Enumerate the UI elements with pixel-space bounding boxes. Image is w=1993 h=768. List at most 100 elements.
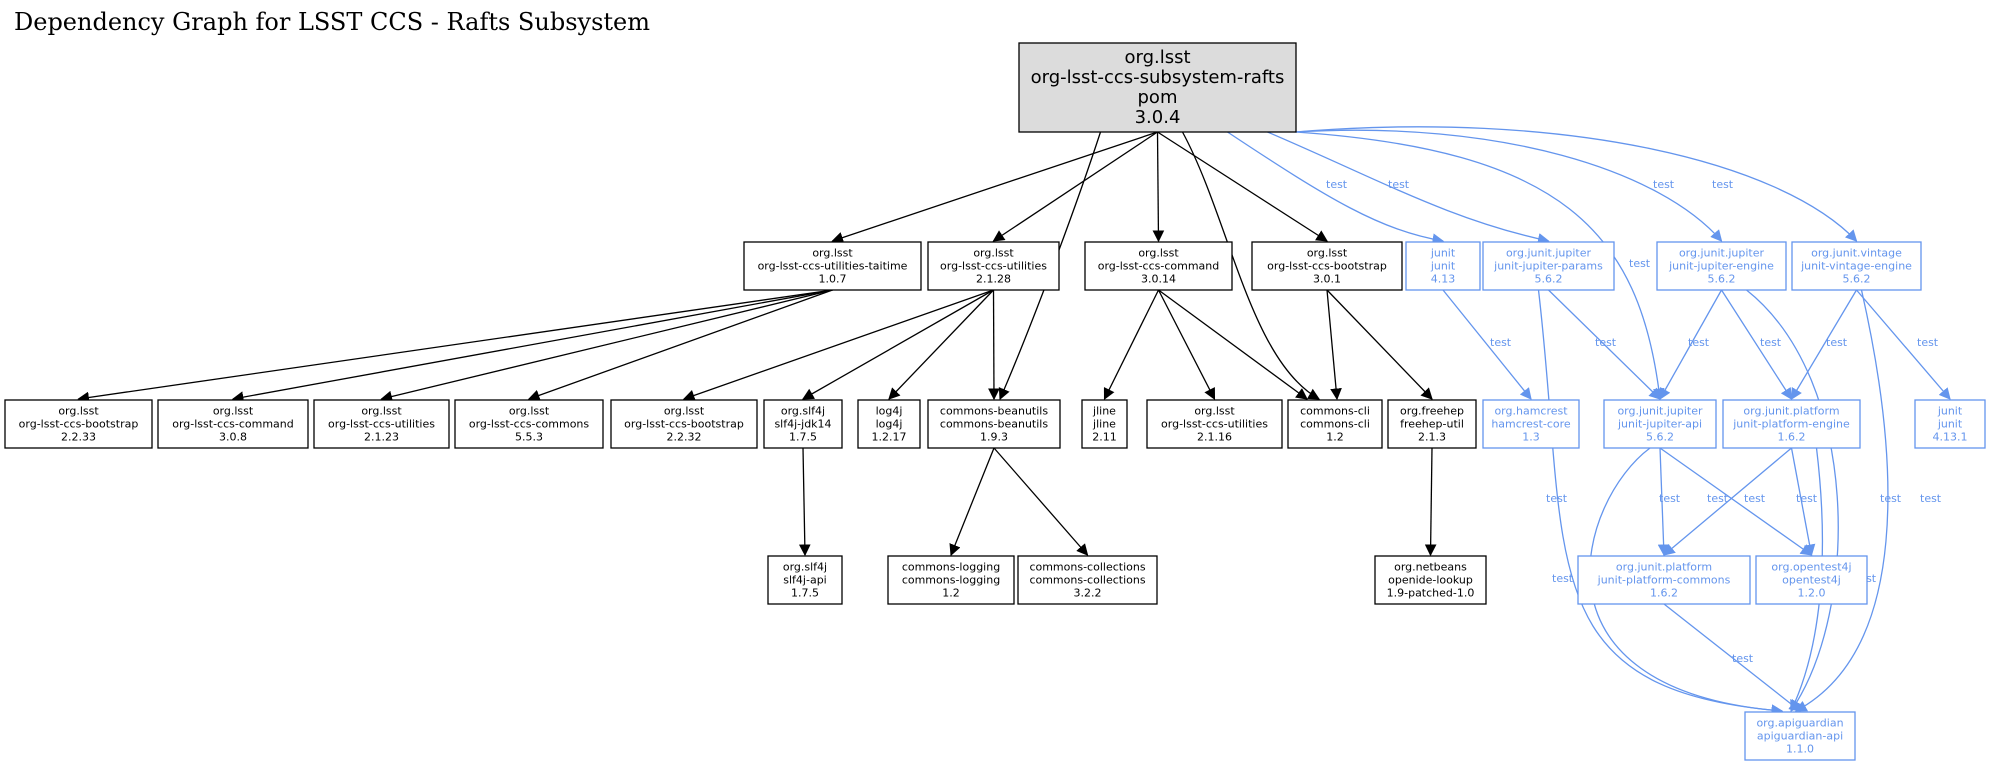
edge-label: test: [1490, 336, 1512, 349]
node-box[interactable]: [1744, 711, 1856, 761]
node-label-line: 5.6.2: [1843, 273, 1871, 286]
node-box[interactable]: [1405, 241, 1481, 291]
edge-line: [1790, 289, 1858, 401]
node-label-line: commons-logging: [902, 574, 1000, 587]
node-label-line: org.junit.platform: [1743, 405, 1839, 418]
node-box[interactable]: [857, 399, 921, 449]
node-openide[interactable]: org.netbeansopenide-lookup1.9-patched-1.…: [1374, 555, 1487, 605]
node-box[interactable]: [454, 399, 604, 449]
edge-line: [1326, 289, 1433, 400]
node-box[interactable]: [1603, 399, 1717, 449]
node-taitime[interactable]: org.lsstorg-lsst-ccs-utilities-taitime1.…: [743, 241, 922, 291]
node-label-line: junit-platform-engine: [1732, 418, 1850, 431]
node-box[interactable]: [1251, 241, 1403, 291]
node-box[interactable]: [1146, 399, 1283, 449]
node-box[interactable]: [887, 555, 1015, 605]
edge-cmd3014-to-cli: [1158, 289, 1308, 400]
node-label-line: log4j: [876, 405, 903, 418]
node-box[interactable]: [763, 399, 843, 449]
edge-label: test: [1595, 336, 1617, 349]
node-box[interactable]: [1791, 241, 1922, 291]
edge-line: [1295, 131, 1665, 401]
node-label-line: org-lsst-ccs-bootstrap: [1267, 260, 1387, 273]
node-pcommons[interactable]: org.junit.platformjunit-platform-commons…: [1577, 555, 1751, 605]
node-box[interactable]: [1656, 241, 1787, 291]
node-vengine[interactable]: org.junit.vintagejunit-vintage-engine5.6…: [1791, 241, 1922, 291]
node-box[interactable]: [1755, 555, 1868, 605]
node-box[interactable]: [927, 241, 1060, 291]
edge-line: [831, 131, 1158, 244]
node-box[interactable]: [313, 399, 450, 449]
edge-label: test: [1326, 178, 1348, 191]
node-label-line: 1.2: [1326, 431, 1344, 444]
node-box[interactable]: [1387, 399, 1477, 449]
node-label-line: freehep-util: [1400, 418, 1464, 431]
node-box[interactable]: [1482, 399, 1580, 449]
node-box[interactable]: [1287, 399, 1383, 449]
node-box[interactable]: [743, 241, 922, 291]
node-jengine[interactable]: org.junit.jupiterjunit-jupiter-engine5.6…: [1656, 241, 1787, 291]
node-layer: org.lsstorg-lsst-ccs-subsystem-raftspom3…: [4, 42, 1986, 761]
edge-jengine-to-apiguardian: test: [1746, 289, 1902, 712]
node-pengine[interactable]: org.junit.platformjunit-platform-engine1…: [1722, 399, 1861, 449]
node-label-line: org-lsst-ccs-command: [172, 418, 294, 431]
edge-util2128-to-beanutils: [988, 289, 1000, 401]
node-box[interactable]: [1722, 399, 1861, 449]
node-box[interactable]: [610, 399, 758, 449]
node-box[interactable]: [1081, 399, 1128, 449]
node-box[interactable]: [1914, 399, 1986, 449]
node-box[interactable]: [1374, 555, 1487, 605]
edge-junit413-to-hamcrest: test: [1442, 289, 1532, 400]
node-label-line: org-lsst-ccs-utilities: [328, 418, 435, 431]
node-label-line: junit: [1430, 260, 1456, 273]
node-root[interactable]: org.lsstorg-lsst-ccs-subsystem-raftspom3…: [1018, 42, 1297, 133]
edge-line: [1103, 289, 1160, 401]
node-label-line: org-lsst-ccs-bootstrap: [624, 418, 744, 431]
node-box[interactable]: [1482, 241, 1615, 291]
node-box[interactable]: [927, 399, 1061, 449]
node-box[interactable]: [1018, 42, 1297, 133]
node-box[interactable]: [1084, 241, 1233, 291]
edge-util2128-to-slf4jjdk: [801, 289, 994, 400]
node-box[interactable]: [1017, 555, 1158, 605]
node-label-line: opentest4j: [1782, 574, 1841, 587]
node-label-line: org.lsst: [1307, 247, 1348, 260]
node-label-line: org.hamcrest: [1494, 405, 1568, 418]
edge-label: test: [1629, 257, 1651, 270]
node-box[interactable]: [1577, 555, 1751, 605]
node-box[interactable]: [4, 399, 153, 449]
node-label-line: junit: [1937, 405, 1963, 418]
node-label-line: slf4j-jdk14: [774, 418, 831, 431]
node-box[interactable]: [157, 399, 309, 449]
node-label-line: 2.1.28: [976, 273, 1011, 286]
node-label-line: 4.13: [1431, 273, 1456, 286]
node-params[interactable]: org.junit.jupiterjunit-jupiter-params5.6…: [1482, 241, 1615, 291]
node-collections[interactable]: commons-collectionscommons-collections3.…: [1017, 555, 1158, 605]
node-box[interactable]: [767, 555, 843, 605]
node-label-line: org-lsst-ccs-utilities: [1161, 418, 1268, 431]
node-label-line: org-lsst-ccs-utilities-taitime: [758, 260, 908, 273]
